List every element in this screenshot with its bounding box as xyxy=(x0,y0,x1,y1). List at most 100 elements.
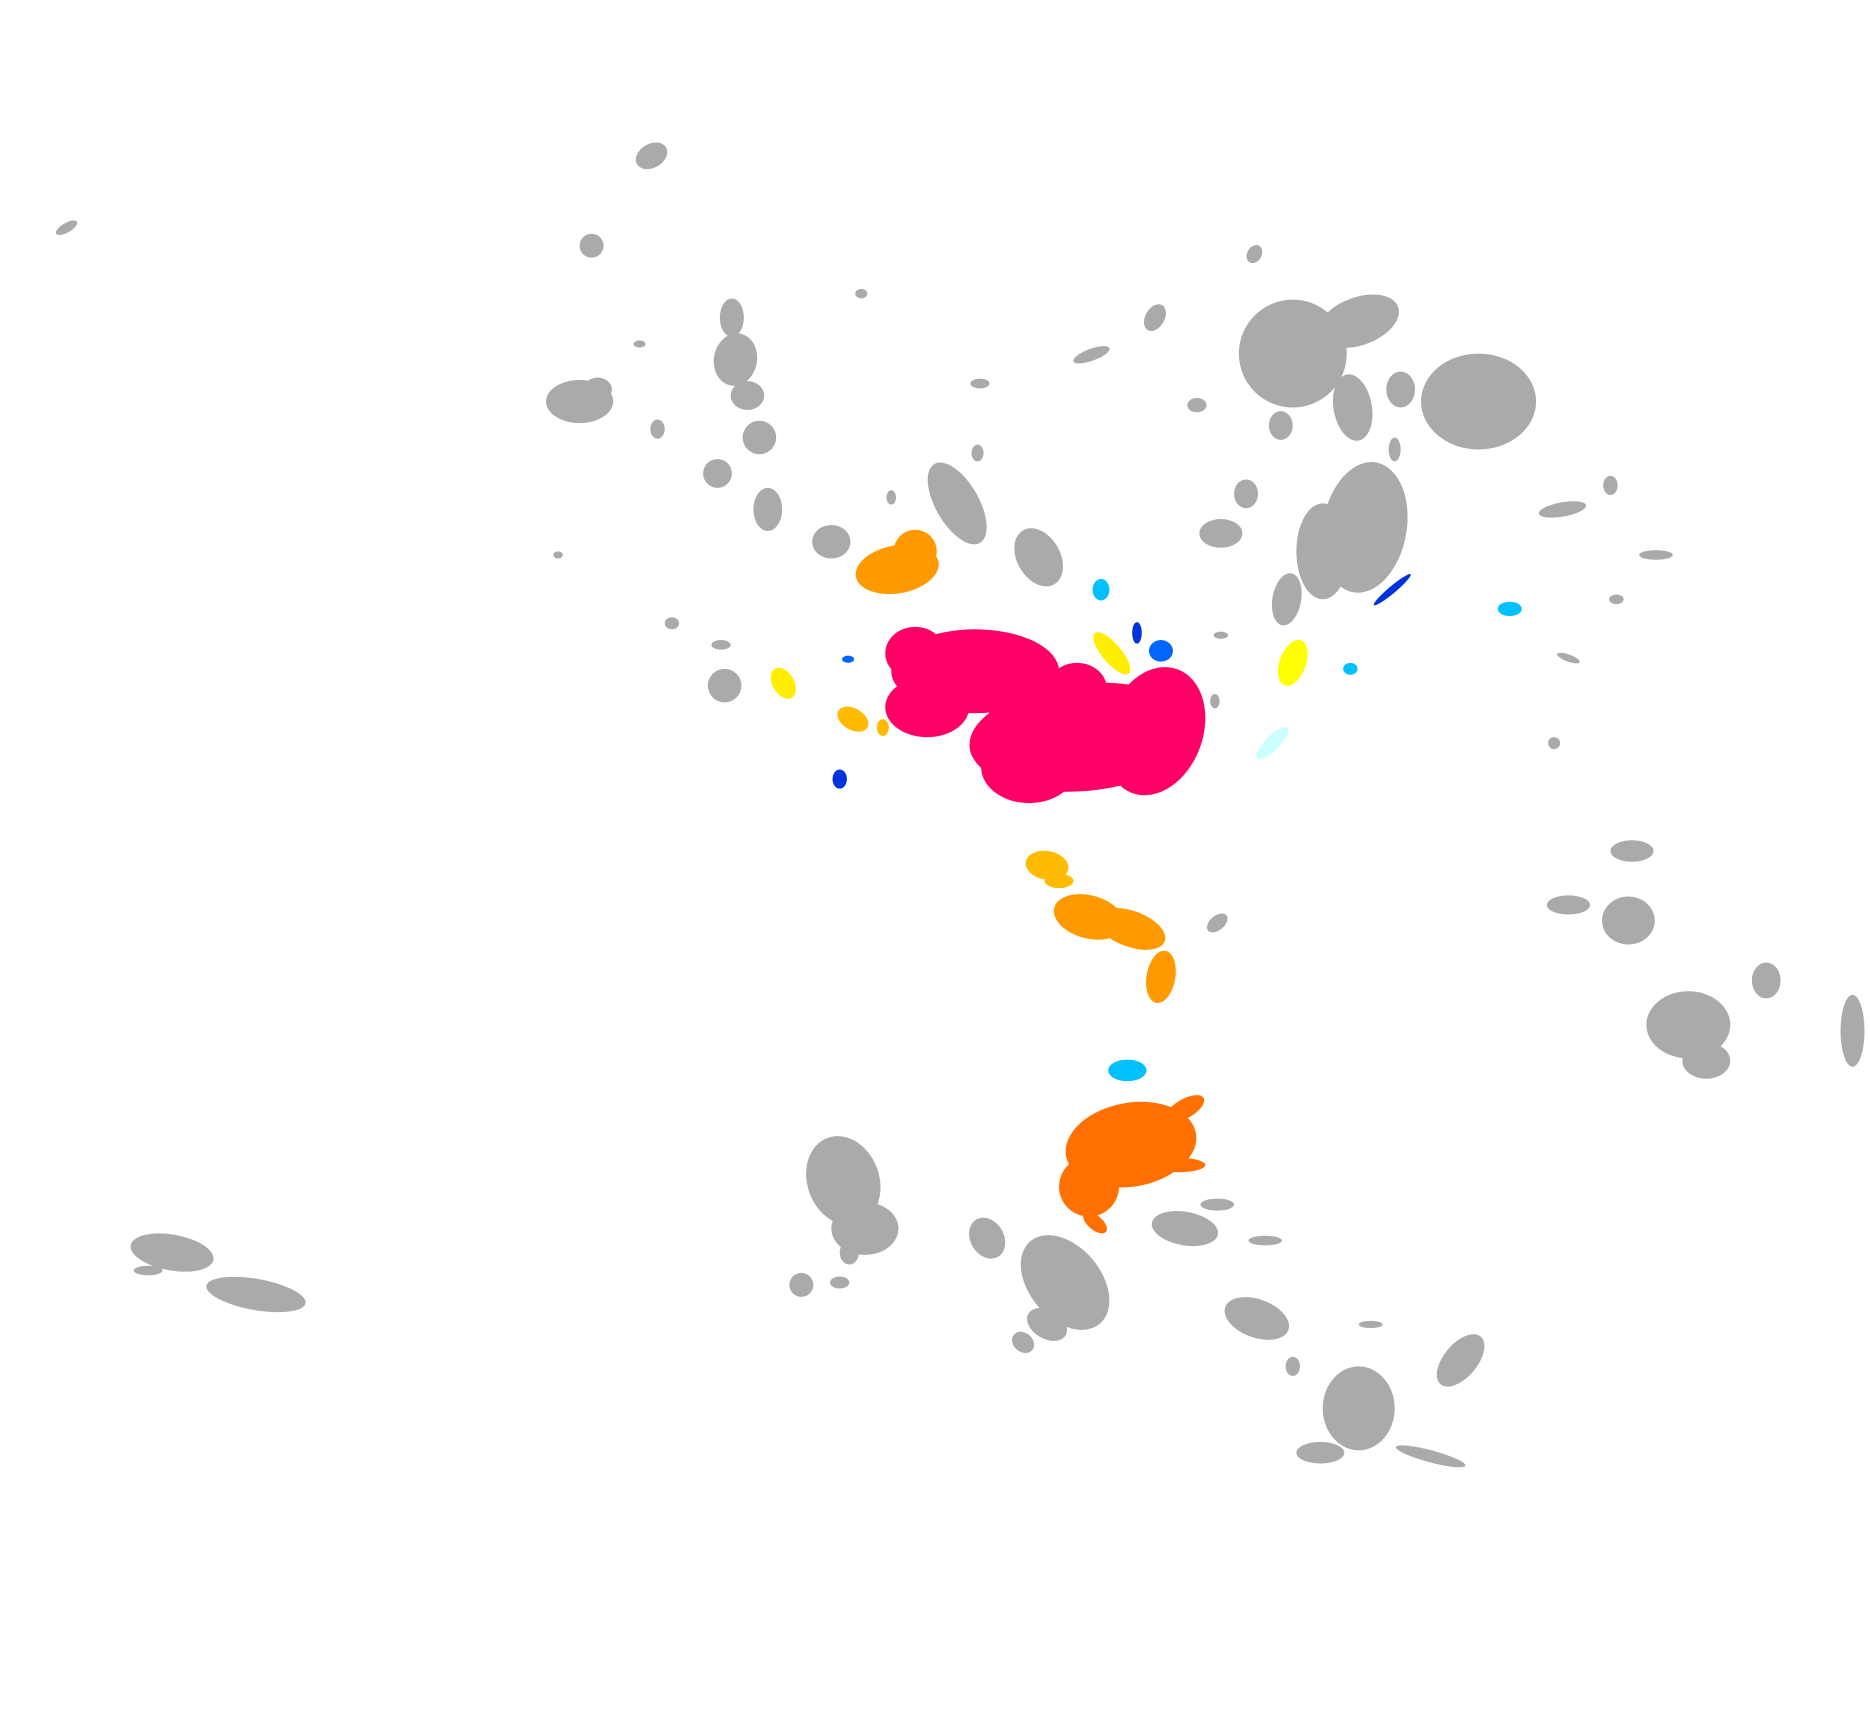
highlighted-island xyxy=(893,529,937,573)
highlighted-island xyxy=(1059,1156,1119,1217)
island xyxy=(1682,1042,1731,1079)
highlighted-island xyxy=(1044,873,1074,889)
island xyxy=(635,142,668,170)
island xyxy=(812,524,851,559)
island xyxy=(1386,371,1416,408)
highlighted-island xyxy=(981,731,1078,804)
island xyxy=(1027,1307,1068,1341)
highlighted-island xyxy=(1343,662,1358,675)
island xyxy=(1395,1445,1466,1468)
island xyxy=(730,381,765,410)
island xyxy=(970,378,990,389)
island xyxy=(1332,374,1373,441)
highlighted-islands xyxy=(770,529,1522,1234)
island xyxy=(1014,528,1064,587)
highlighted-island xyxy=(1093,632,1131,675)
island xyxy=(1548,737,1561,750)
island xyxy=(886,490,897,505)
highlighted-island xyxy=(876,719,889,736)
island xyxy=(1602,896,1655,945)
highlighted-island xyxy=(1146,950,1176,1003)
unhighlighted-islands xyxy=(55,142,1865,1468)
island xyxy=(1296,503,1350,600)
island xyxy=(1436,1334,1485,1387)
island xyxy=(1285,1356,1300,1376)
island xyxy=(1073,346,1110,364)
island xyxy=(583,377,612,402)
island xyxy=(1421,353,1537,450)
island xyxy=(1610,840,1654,862)
island xyxy=(1210,693,1220,709)
island xyxy=(1271,573,1302,626)
highlighted-island xyxy=(1497,601,1522,617)
island xyxy=(1199,518,1243,548)
island xyxy=(650,419,665,439)
highlighted-island xyxy=(1148,640,1173,662)
highlighted-island xyxy=(1165,1095,1205,1123)
island xyxy=(703,459,732,488)
island xyxy=(1012,1331,1035,1354)
island xyxy=(633,340,646,348)
highlighted-island xyxy=(885,677,970,738)
highlighted-island xyxy=(1092,578,1110,601)
highlighted-island xyxy=(837,706,869,732)
island xyxy=(1322,1366,1395,1451)
highlighted-island xyxy=(832,769,847,789)
highlighted-island xyxy=(1256,727,1289,760)
highlighted-island xyxy=(770,667,796,699)
island xyxy=(1213,631,1229,639)
island xyxy=(1187,397,1207,413)
island xyxy=(927,462,987,545)
island xyxy=(1603,475,1618,496)
island xyxy=(830,1276,850,1289)
island xyxy=(553,551,563,559)
island xyxy=(1268,411,1293,440)
island xyxy=(839,1240,859,1265)
island xyxy=(1224,1297,1290,1340)
highlighted-island xyxy=(1047,662,1107,716)
island xyxy=(1557,652,1580,664)
island xyxy=(1200,1198,1235,1211)
island xyxy=(711,640,731,650)
island xyxy=(713,333,758,386)
highlighted-island xyxy=(1025,850,1069,881)
island xyxy=(1538,501,1587,518)
island xyxy=(1358,1320,1383,1329)
island xyxy=(969,1217,1006,1259)
highlighted-island xyxy=(1373,574,1411,606)
island xyxy=(719,298,744,337)
island xyxy=(1206,913,1228,933)
island xyxy=(707,668,742,703)
island xyxy=(133,1265,163,1276)
island xyxy=(579,233,604,258)
island xyxy=(130,1233,214,1272)
island xyxy=(1751,962,1781,999)
island xyxy=(1646,991,1731,1059)
highlighted-island xyxy=(1104,667,1206,796)
island xyxy=(1546,895,1591,915)
island xyxy=(1151,1211,1219,1247)
island xyxy=(1246,245,1263,264)
island xyxy=(753,487,783,531)
island xyxy=(664,617,680,630)
island xyxy=(971,444,984,462)
highlighted-island xyxy=(1152,1157,1206,1173)
island xyxy=(1840,994,1865,1067)
highlighted-island xyxy=(885,626,946,680)
island xyxy=(1388,437,1401,462)
highlighted-island xyxy=(1132,622,1142,644)
island xyxy=(206,1276,306,1313)
highlighted-island xyxy=(842,655,855,663)
highlighted-island xyxy=(1096,908,1166,950)
island xyxy=(1296,1441,1345,1464)
island xyxy=(1639,550,1673,560)
highlighted-island xyxy=(1083,1211,1107,1234)
island xyxy=(789,1272,814,1297)
highlighted-island xyxy=(1108,1059,1147,1082)
island xyxy=(1020,1235,1110,1330)
island xyxy=(855,288,868,299)
island xyxy=(55,220,78,236)
island xyxy=(742,420,777,455)
island xyxy=(1248,1235,1282,1246)
